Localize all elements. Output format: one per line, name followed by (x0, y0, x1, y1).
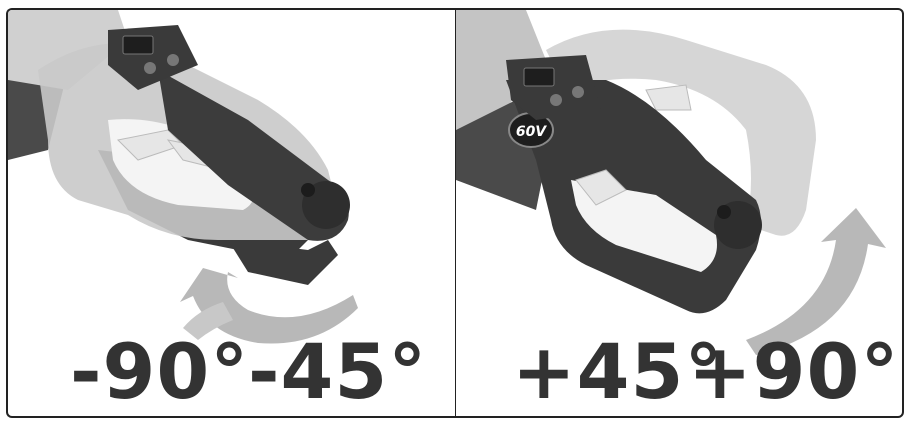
rotation-arrow-icon (746, 208, 886, 355)
rotation-arrow-icon (180, 268, 358, 344)
mode-icon (167, 54, 179, 66)
handle-opening (571, 180, 717, 272)
handle-dark (228, 240, 338, 285)
tool-housing (456, 10, 546, 130)
power-icon (550, 94, 562, 106)
angle-label-plus-45: +45° (512, 327, 724, 416)
display-screen (523, 67, 555, 87)
mode-icon (572, 86, 584, 98)
display-screen (122, 35, 154, 55)
tool-illustration-right: 60V (456, 10, 886, 355)
grip-end-screw (301, 183, 315, 197)
panel-rotate-negative: -90° -45° (6, 8, 456, 418)
handle-ghost (546, 29, 816, 236)
voltage-badge: 60V (508, 112, 554, 148)
angle-label-minus-45: -45° (248, 327, 428, 416)
angle-label-plus-90: +90° (688, 327, 900, 416)
trigger (575, 169, 627, 206)
grip (158, 70, 349, 241)
rotation-arrow-shaft (183, 302, 233, 340)
voltage-badge-text: 60V (516, 124, 547, 140)
trigger (645, 84, 692, 111)
power-icon (144, 62, 156, 74)
angle-label-minus-90: -90° (70, 327, 250, 416)
grip-end-screw (717, 205, 731, 219)
tool-illustration-left (8, 10, 358, 344)
panel-rotate-positive: 60V +45° +90° (456, 8, 904, 418)
